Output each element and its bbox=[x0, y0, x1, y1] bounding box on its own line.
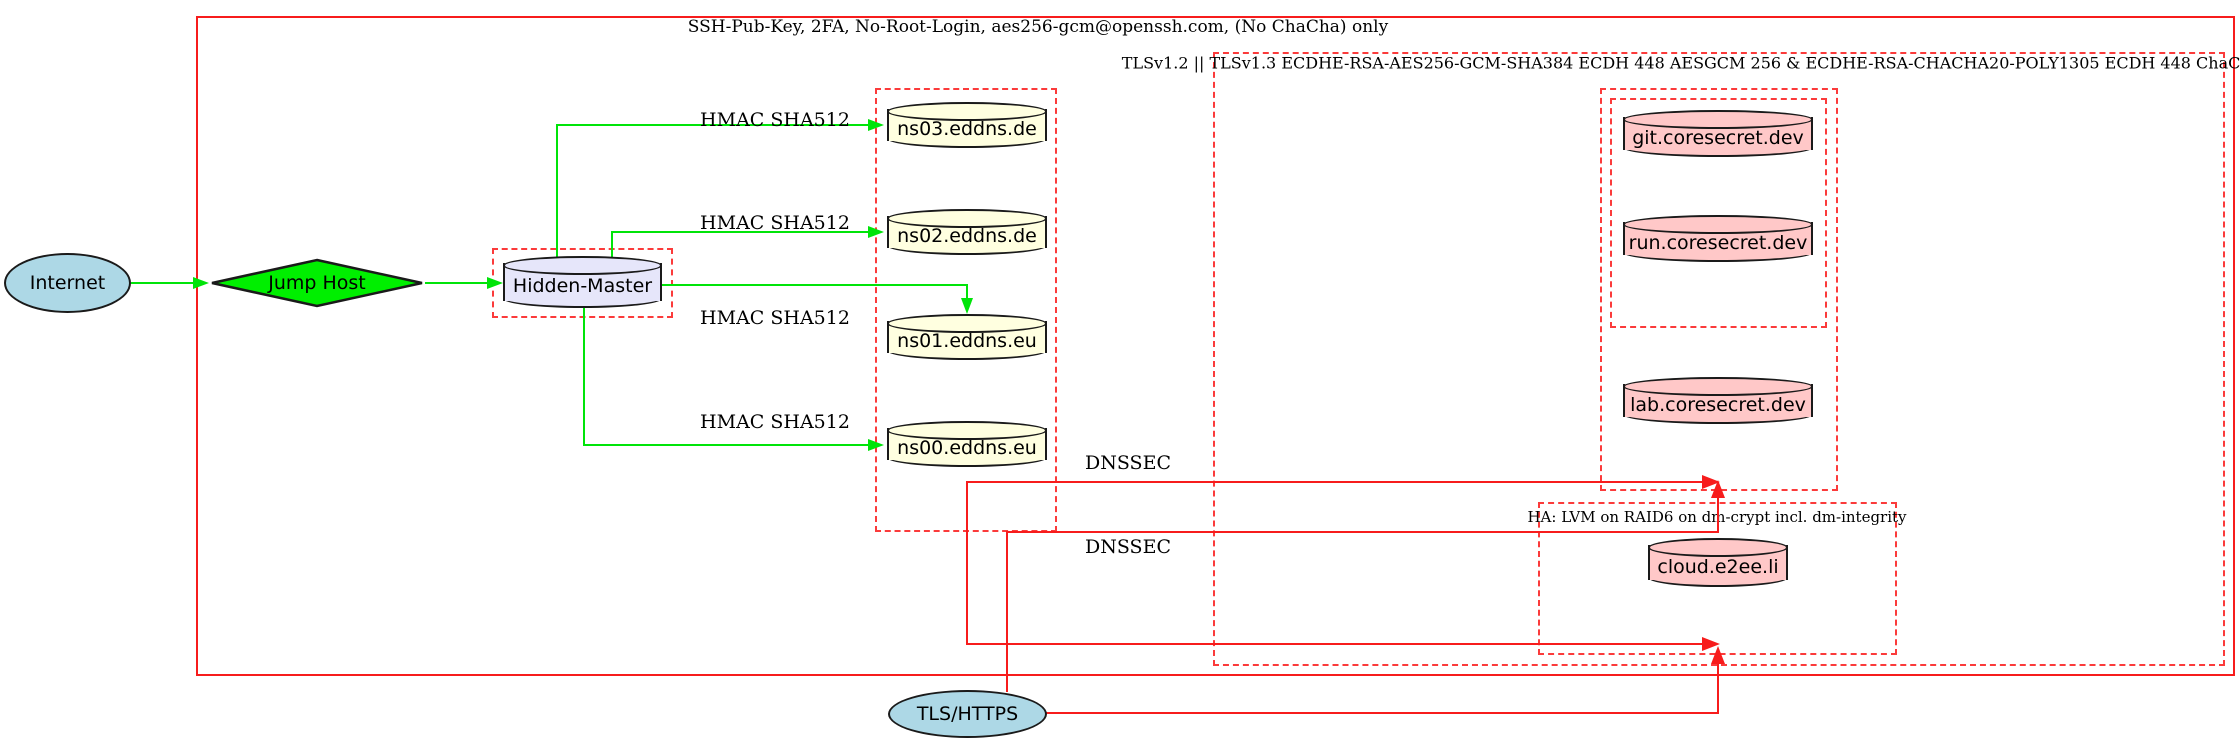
node-internet: Internet bbox=[4, 253, 131, 313]
node-ns03: ns03.eddns.de bbox=[887, 102, 1047, 148]
node-ns01-label: ns01.eddns.eu bbox=[897, 330, 1037, 352]
node-git: git.coresecret.dev bbox=[1623, 110, 1813, 157]
node-tls-https-label: TLS/HTTPS bbox=[916, 703, 1019, 725]
node-ns00-label: ns00.eddns.eu bbox=[897, 437, 1037, 459]
edge-tls-coresecret-arrowhead bbox=[1711, 480, 1725, 498]
edge-tls-ha-arrowhead bbox=[1711, 646, 1725, 664]
edge-hm-ns00-line-h bbox=[583, 444, 868, 446]
node-internet-label: Internet bbox=[29, 272, 106, 294]
edge-jumphost-hiddenmaster-line bbox=[425, 282, 487, 284]
node-ns02: ns02.eddns.de bbox=[887, 209, 1047, 255]
edge-hm-ns03-line-v bbox=[556, 124, 558, 258]
edge-tls-ha-line-v bbox=[1717, 659, 1719, 713]
edge-label-dnssec-1: DNSSEC bbox=[1085, 452, 1171, 474]
node-jump-host: Jump Host bbox=[209, 258, 425, 308]
edge-internet-jumphost-arrowhead bbox=[193, 277, 209, 289]
node-ns00: ns00.eddns.eu bbox=[887, 421, 1047, 467]
node-cloud: cloud.e2ee.li bbox=[1648, 538, 1788, 587]
edge-tls-coresecret-line-h bbox=[1006, 531, 1719, 533]
node-lab: lab.coresecret.dev bbox=[1623, 377, 1813, 424]
edge-hm-ns03-line-h bbox=[556, 124, 868, 126]
cluster-ssh-box bbox=[196, 16, 2235, 676]
node-ns02-label: ns02.eddns.de bbox=[897, 225, 1037, 247]
node-run-label: run.coresecret.dev bbox=[1628, 231, 1808, 254]
node-tls-https: TLS/HTTPS bbox=[888, 690, 1047, 738]
node-ns03-label: ns03.eddns.de bbox=[897, 118, 1037, 140]
edge-label-dnssec-2: DNSSEC bbox=[1085, 536, 1171, 558]
edge-label-hmac-ns01: HMAC SHA512 bbox=[700, 307, 850, 329]
edge-hm-ns00-line-v bbox=[583, 307, 585, 446]
edge-tls-ha-line-h bbox=[1046, 712, 1719, 714]
cluster-coresecret-inner-box bbox=[1610, 98, 1827, 328]
edge-internet-jumphost-line bbox=[131, 282, 195, 284]
node-hidden-master: Hidden-Master bbox=[503, 256, 662, 308]
node-lab-label: lab.coresecret.dev bbox=[1630, 393, 1806, 416]
edge-jumphost-hiddenmaster-arrowhead bbox=[487, 277, 503, 289]
edge-dns-ha-line-h bbox=[966, 643, 1702, 645]
edge-tls-coresecret-line-v1 bbox=[1006, 531, 1008, 692]
edge-hm-ns02-line-h bbox=[611, 231, 868, 233]
node-hidden-master-label: Hidden-Master bbox=[512, 275, 653, 297]
edge-hm-ns03-arrowhead bbox=[868, 119, 884, 131]
edge-hm-ns02-line-v bbox=[611, 231, 613, 258]
diamond-shape bbox=[211, 258, 423, 308]
node-cloud-label: cloud.e2ee.li bbox=[1657, 555, 1779, 578]
edge-label-hmac-ns03: HMAC SHA512 bbox=[700, 109, 850, 131]
node-git-label: git.coresecret.dev bbox=[1632, 126, 1804, 149]
edge-hm-ns01-line-v bbox=[966, 284, 968, 300]
node-run: run.coresecret.dev bbox=[1623, 215, 1813, 262]
edge-hm-ns00-arrowhead bbox=[868, 439, 884, 451]
edge-hm-ns01-line-h bbox=[662, 284, 968, 286]
edge-hm-ns01-arrowhead bbox=[961, 298, 973, 314]
node-jump-host-label: Jump Host bbox=[268, 272, 366, 294]
cluster-tls-box bbox=[1213, 52, 2225, 666]
node-ns01: ns01.eddns.eu bbox=[887, 314, 1047, 360]
edge-label-hmac-ns00: HMAC SHA512 bbox=[700, 411, 850, 433]
edge-hm-ns02-arrowhead bbox=[868, 226, 884, 238]
edge-label-hmac-ns02: HMAC SHA512 bbox=[700, 212, 850, 234]
edge-dns-shared-line-v bbox=[966, 481, 968, 645]
cluster-ssh-label: SSH-Pub-Key, 2FA, No-Root-Login, aes256-… bbox=[687, 17, 1389, 37]
edge-tls-coresecret-line-v2 bbox=[1717, 497, 1719, 533]
edge-dns-coresecret-line-h bbox=[966, 481, 1702, 483]
cluster-tls-label: TLSv1.2 || TLSv1.3 ECDHE-RSA-AES256-GCM-… bbox=[1121, 53, 2240, 73]
